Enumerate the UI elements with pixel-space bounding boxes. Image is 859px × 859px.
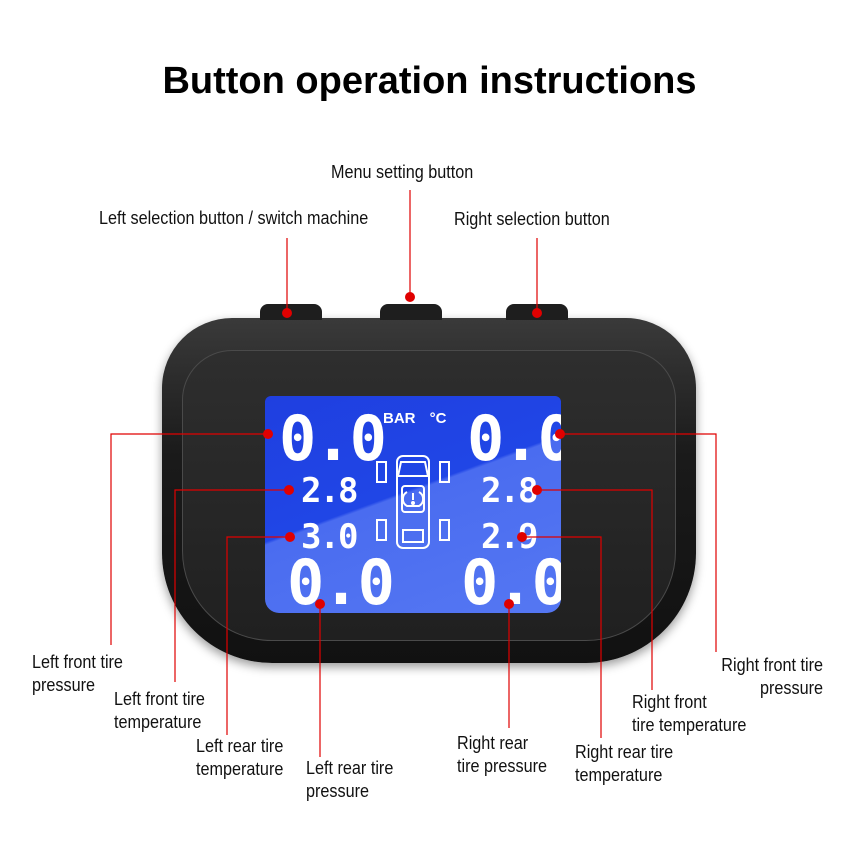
- left-rear-pressure: 0.0: [287, 546, 395, 614]
- right-front-pressure: 0.0: [467, 402, 561, 475]
- car-tpms-icon: [376, 455, 450, 549]
- callout-dot: [504, 599, 514, 609]
- callout-dot: [284, 485, 294, 495]
- callout-dot: [405, 292, 415, 302]
- left-front-temperature: 2.8: [301, 471, 358, 511]
- callout-dot: [517, 532, 527, 542]
- units-label: BAR °C: [383, 410, 447, 427]
- page-title: Button operation instructions: [162, 60, 697, 102]
- callout-dot: [285, 532, 295, 542]
- callout-dot: [263, 429, 273, 439]
- menu-setting-button[interactable]: [380, 304, 442, 320]
- callout-dot: [315, 599, 325, 609]
- left-button-label: Left selection button / switch machine: [99, 208, 369, 228]
- right-front-temperature: 2.8: [481, 471, 538, 511]
- lcd-screen: BAR °C 0.0 0.0 2.8 2.8 3.0 2.9 0.0 0.0: [265, 396, 561, 613]
- callout-dot: [555, 429, 565, 439]
- callout-dot: [532, 485, 542, 495]
- left-front-pressure: 0.0: [279, 402, 387, 475]
- left-rear-temperature: 3.0: [301, 517, 358, 557]
- menu-button-label: Menu setting button: [331, 162, 474, 182]
- callout-dot: [282, 308, 292, 318]
- callout-dot: [532, 308, 542, 318]
- right-button-label: Right selection button: [454, 209, 610, 229]
